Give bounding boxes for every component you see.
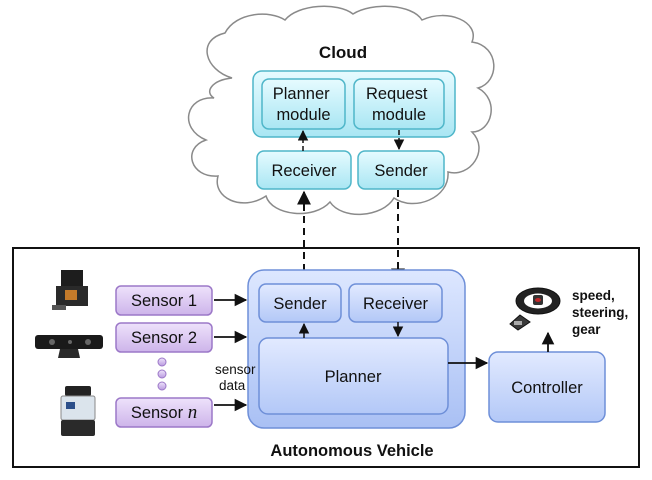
sensor-2-label: Sensor 2 bbox=[131, 329, 197, 347]
vehicle-sender-label: Sender bbox=[273, 295, 327, 313]
sensor-2-box bbox=[115, 322, 213, 353]
cloud-sender-label: Sender bbox=[374, 162, 428, 180]
output-gear: gear bbox=[572, 322, 601, 337]
sensor-1-label: Sensor 1 bbox=[131, 292, 197, 310]
planner-module-line2: module bbox=[276, 106, 330, 124]
sensor-data-label: sensor data bbox=[215, 362, 259, 393]
vehicle-sender-box bbox=[258, 283, 342, 323]
autonomous-vehicle-frame bbox=[12, 247, 640, 468]
steering-wheel-icon bbox=[509, 287, 561, 331]
controller-label: Controller bbox=[511, 379, 583, 397]
sensor-n-label: Sensor n bbox=[131, 402, 197, 423]
vehicle-title: Autonomous Vehicle bbox=[270, 442, 433, 460]
cloud-sender-box bbox=[357, 150, 445, 190]
output-speed: speed, bbox=[572, 288, 615, 303]
sensor-data-line1: sensor bbox=[215, 362, 256, 377]
vehicle-receiver-label: Receiver bbox=[363, 295, 429, 313]
cloud-receiver-box bbox=[256, 150, 352, 190]
sensor-n-box bbox=[115, 397, 213, 428]
sensor-n-var: n bbox=[188, 402, 198, 423]
ellipsis-dot bbox=[157, 381, 167, 391]
request-module-line1: Request bbox=[366, 85, 428, 103]
depth-camera-icon bbox=[35, 335, 103, 358]
request-module-line2: module bbox=[372, 106, 426, 124]
sensor-1-box bbox=[115, 285, 213, 316]
lidar-sensor-icon bbox=[52, 270, 88, 310]
request-module-label: Request module bbox=[366, 85, 432, 124]
vehicle-planner-box bbox=[258, 337, 449, 415]
controller-outputs: speed, steering, gear bbox=[572, 288, 632, 337]
ellipsis-dot bbox=[157, 357, 167, 367]
laser-scanner-icon bbox=[60, 386, 96, 436]
sensor-data-line2: data bbox=[219, 378, 246, 393]
controller-box bbox=[488, 351, 606, 423]
cloud-title: Cloud bbox=[319, 43, 367, 62]
vehicle-receiver-box bbox=[348, 283, 443, 323]
request-module-box bbox=[353, 78, 445, 130]
planner-module-line1: Planner bbox=[273, 85, 330, 103]
planner-module-box bbox=[261, 78, 346, 130]
cloud-receiver-label: Receiver bbox=[271, 162, 337, 180]
cloud-group: Cloud Planner module Request module Rece… bbox=[187, 5, 495, 215]
output-steering: steering, bbox=[572, 305, 628, 320]
ellipsis-dot bbox=[157, 369, 167, 379]
planner-module-label: Planner module bbox=[273, 85, 334, 124]
vehicle-planner-label: Planner bbox=[325, 368, 382, 386]
sensor-n-prefix: Sensor bbox=[131, 404, 188, 422]
